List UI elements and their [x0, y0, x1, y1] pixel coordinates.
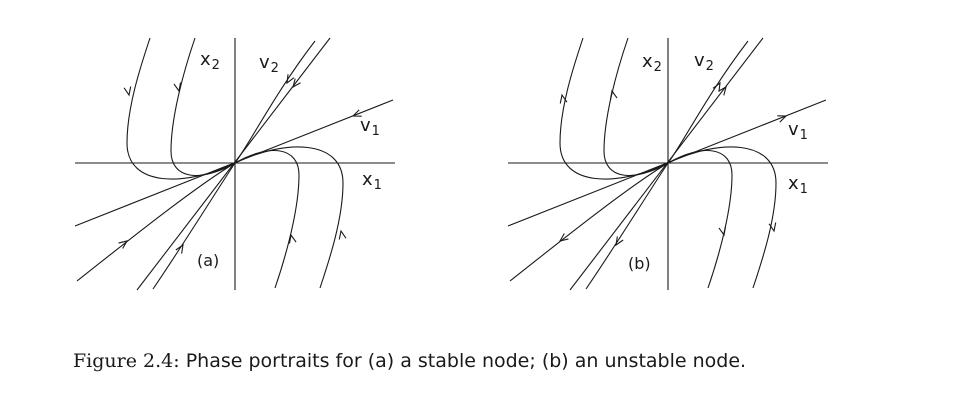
trajectory-far-right	[667, 146, 777, 289]
v2-eigenvector-label: v2	[694, 50, 714, 74]
flow-arrowhead	[118, 240, 129, 249]
flow-arrowhead	[615, 236, 624, 247]
flow-arrowhead	[292, 78, 301, 89]
trajectory-far-right	[234, 146, 344, 289]
trajectory-far-left	[126, 37, 236, 180]
trajectory-far-left	[559, 37, 669, 180]
flow-arrowhead	[286, 74, 295, 85]
phase-portrait-figure: x2 v2 v1 x1 (a) x2 v2 v1 x1 (b)	[74, 37, 828, 291]
panel-unstable-node: x2 v2 v1 x1 (b)	[507, 37, 828, 291]
trajectory-mid-left	[170, 37, 236, 177]
trajectory-steep-lower	[585, 162, 669, 290]
flow-arrowhead	[609, 89, 618, 100]
flow-arrowhead	[777, 115, 788, 123]
flow-arrowhead	[338, 229, 347, 240]
v2-eigenvector-label: v2	[259, 52, 279, 76]
panel-b-label: (b)	[628, 254, 651, 273]
flow-arrowhead	[173, 82, 182, 93]
trajectory-steep-upper	[234, 40, 316, 164]
trajectory-lower-left	[76, 162, 236, 282]
flow-arrowhead	[558, 233, 569, 242]
trajectory-lower-left	[509, 162, 669, 282]
flow-arrowhead	[351, 109, 362, 117]
trajectory-mid-right	[667, 149, 733, 289]
x1-axis-label: x1	[362, 169, 382, 193]
figure-caption: Figure 2.4: Phase portraits for (a) a st…	[73, 350, 746, 372]
panel-a-label: (a)	[197, 251, 219, 270]
trajectory-steep-upper	[667, 40, 749, 164]
flow-arrowhead	[718, 226, 727, 237]
flow-arrowhead	[712, 81, 721, 92]
flow-arrowhead	[768, 222, 777, 233]
trajectory-mid-right	[234, 149, 300, 289]
x2-axis-label: x2	[642, 51, 662, 75]
v1-eigenvector-label: v1	[360, 115, 380, 139]
x2-axis-label: x2	[200, 49, 220, 73]
flow-arrowhead	[175, 243, 184, 254]
flow-arrowhead	[123, 86, 132, 97]
x1-axis-label: x1	[788, 173, 808, 197]
flow-arrowhead	[559, 93, 568, 104]
trajectory-steep-lower	[152, 162, 236, 290]
caption-text: Phase portraits for (a) a stable node; (…	[185, 350, 747, 372]
v1-eigenvector-label: v1	[788, 119, 808, 143]
flow-arrowhead	[718, 85, 727, 96]
trajectory-mid-left	[603, 37, 669, 177]
panel-stable-node: x2 v2 v1 x1 (a)	[74, 37, 395, 291]
flow-arrowhead	[288, 233, 297, 244]
figure-number: Figure 2.4:	[73, 350, 180, 372]
